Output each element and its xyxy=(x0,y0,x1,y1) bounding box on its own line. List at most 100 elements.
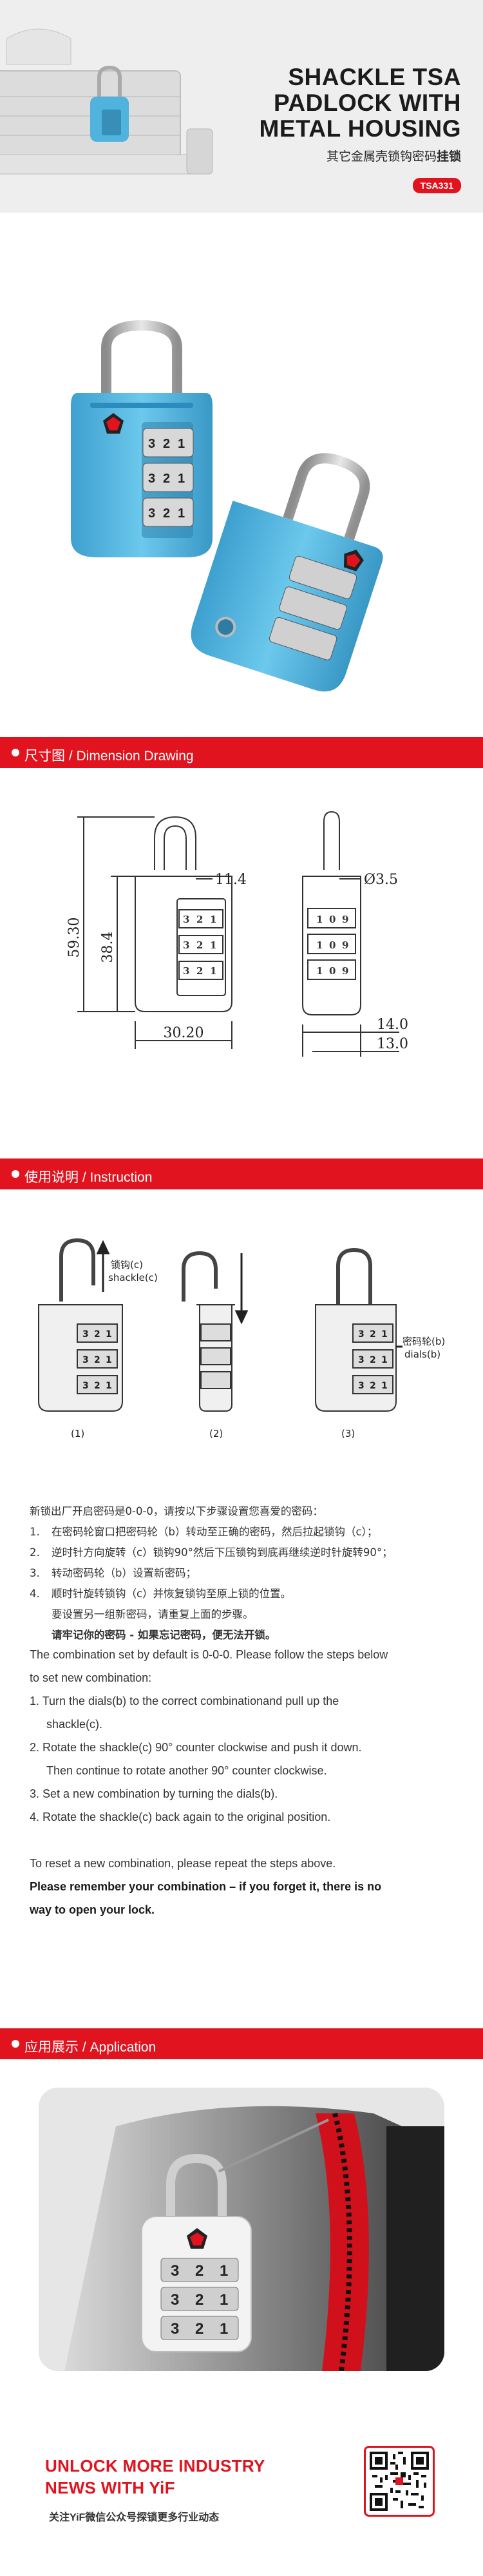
svg-text:2: 2 xyxy=(195,2291,204,2309)
en-step-4: 4. Rotate the shackle(c) back again to t… xyxy=(30,1811,331,1823)
en-warning-2: way to open your lock. xyxy=(30,1903,155,1916)
svg-text:1: 1 xyxy=(220,2320,228,2338)
svg-text:1: 1 xyxy=(220,2291,228,2309)
instructions-english: The combination set by default is 0-0-0.… xyxy=(30,1643,455,1921)
cn-repeat-note: 要设置另一组新密码，请重复上面的步骤。 xyxy=(52,1608,254,1620)
hero-banner: SHACKLE TSA PADLOCK WITH METAL HOUSING 其… xyxy=(0,0,483,213)
en-step-1a: 1. Turn the dials(b) to the correct comb… xyxy=(30,1695,339,1707)
en-spacer xyxy=(30,1829,455,1852)
hero-lock xyxy=(90,65,129,142)
svg-text:2: 2 xyxy=(163,437,170,451)
svg-text:2: 2 xyxy=(94,1355,100,1365)
svg-text:1: 1 xyxy=(106,1381,112,1391)
svg-text:9: 9 xyxy=(342,914,348,925)
section-header-instruction: 使用说明 / Instruction xyxy=(0,1158,483,1189)
cn-step-2: 2.逆时针方向旋转（c）锁钩90°然后下压锁钩到底再继续逆时针旋转90°； xyxy=(30,1543,461,1563)
cn-step-text: 在密码轮窗口把密码轮（b）转动至正确的密码，然后拉起锁钩（c）； xyxy=(52,1526,378,1538)
svg-text:3: 3 xyxy=(358,1329,365,1340)
model-badge: TSA331 xyxy=(412,178,461,193)
footer-title: UNLOCK MORE INDUSTRY NEWS WITH YiF xyxy=(45,2455,265,2499)
en-intro-1: The combination set by default is 0-0-0.… xyxy=(30,1648,388,1661)
hero-subtitle-normal: 其它金属壳锁钩密码 xyxy=(326,150,437,164)
en-step-3: 3. Set a new combination by turning the … xyxy=(30,1787,278,1800)
svg-text:1: 1 xyxy=(220,2262,228,2280)
angled-lock xyxy=(191,453,383,692)
section-header-application: 应用展示 / Application xyxy=(0,2028,483,2059)
hero-title-line-3: METAL HOUSING xyxy=(259,115,461,142)
cn-step-text: 顺时针旋转锁钩（c）并恢复锁钩至原上锁的位置。 xyxy=(52,1588,292,1600)
svg-text:1: 1 xyxy=(210,914,216,925)
section-dot-icon xyxy=(12,1170,19,1178)
svg-text:3: 3 xyxy=(148,437,155,451)
en-step-2b: Then continue to rotate another 90° coun… xyxy=(46,1764,327,1777)
svg-text:2: 2 xyxy=(196,914,203,925)
dim-body-height-label: 38.4 xyxy=(100,932,116,963)
dim-width-label: 30.20 xyxy=(164,1025,204,1041)
svg-text:1: 1 xyxy=(178,437,185,451)
svg-text:1: 1 xyxy=(106,1355,112,1365)
hero-title-line-2: PADLOCK WITH xyxy=(274,90,461,116)
svg-text:9: 9 xyxy=(342,965,348,977)
svg-text:2: 2 xyxy=(195,2320,204,2338)
en-reset-note: To reset a new combination, please repea… xyxy=(30,1857,336,1870)
svg-text:0: 0 xyxy=(329,965,336,977)
svg-text:1: 1 xyxy=(316,939,323,951)
hero-subtitle-bold: 挂锁 xyxy=(436,150,461,164)
en-step-2a: 2. Rotate the shackle(c) 90° counter clo… xyxy=(30,1741,362,1754)
svg-text:3: 3 xyxy=(82,1381,89,1391)
dim-shackle-dia-label: Ø3.5 xyxy=(364,872,398,888)
svg-text:2: 2 xyxy=(163,472,170,486)
svg-text:2: 2 xyxy=(163,506,170,521)
qr-code[interactable] xyxy=(364,2446,435,2517)
footer-subtitle: 关注YiF微信公众号探锁更多行业动态 xyxy=(49,2512,220,2523)
dials xyxy=(142,428,194,527)
svg-text:3: 3 xyxy=(171,2262,179,2280)
dials-label-en: dials(b) xyxy=(404,1349,440,1360)
dim-depth-inner-label: 13.0 xyxy=(377,1036,408,1052)
svg-text:1: 1 xyxy=(381,1329,388,1340)
svg-text:0: 0 xyxy=(329,939,336,951)
svg-text:2: 2 xyxy=(370,1381,376,1391)
svg-text:2: 2 xyxy=(195,2262,204,2280)
en-step-1b: shackle(c). xyxy=(46,1718,103,1731)
svg-text:1: 1 xyxy=(178,472,185,486)
dials-label-cn: 密码轮(b) xyxy=(402,1336,445,1347)
svg-text:1: 1 xyxy=(210,965,216,977)
dim-shackle-label: 11.4 xyxy=(215,872,247,888)
cn-warning: 请牢记你的密码 - 如果忘记密码，便无法开锁。 xyxy=(52,1629,276,1641)
svg-text:3: 3 xyxy=(148,472,155,486)
qr-code-icon xyxy=(370,2452,429,2511)
svg-text:2: 2 xyxy=(196,965,203,977)
svg-text:1: 1 xyxy=(178,506,185,521)
svg-text:1: 1 xyxy=(316,965,323,977)
svg-text:2: 2 xyxy=(370,1329,376,1340)
fig-3-caption: (3) xyxy=(341,1428,355,1439)
cn-step-text: 转动密码轮（b）设置新密码； xyxy=(52,1567,196,1579)
cn-step-number: 3. xyxy=(30,1567,40,1579)
hero-title: SHACKLE TSA PADLOCK WITH METAL HOUSING xyxy=(204,64,461,142)
cn-step-3: 3. 转动密码轮（b）设置新密码； xyxy=(30,1563,461,1584)
svg-text:0: 0 xyxy=(329,914,336,925)
svg-text:3: 3 xyxy=(171,2320,179,2338)
cn-intro: 新锁出厂开启密码是0-0-0，请按以下步骤设置您喜爱的密码： xyxy=(30,1505,323,1517)
svg-text:2: 2 xyxy=(196,939,203,951)
svg-text:2: 2 xyxy=(94,1381,100,1391)
fig-2-caption: (2) xyxy=(209,1428,223,1439)
svg-text:3: 3 xyxy=(148,506,155,521)
shackle-label-en: shackle(c) xyxy=(108,1272,158,1283)
svg-text:2: 2 xyxy=(94,1329,100,1340)
svg-text:2: 2 xyxy=(370,1355,376,1365)
shackle-label-cn: 锁钩(c) xyxy=(111,1259,143,1271)
svg-text:1: 1 xyxy=(316,914,323,925)
suitcase-illustration xyxy=(0,28,213,175)
svg-text:3: 3 xyxy=(171,2291,179,2309)
section-title-dimension: 尺寸图 / Dimension Drawing xyxy=(24,749,194,764)
svg-text:3: 3 xyxy=(183,965,189,977)
section-title-application: 应用展示 / Application xyxy=(24,2040,156,2055)
